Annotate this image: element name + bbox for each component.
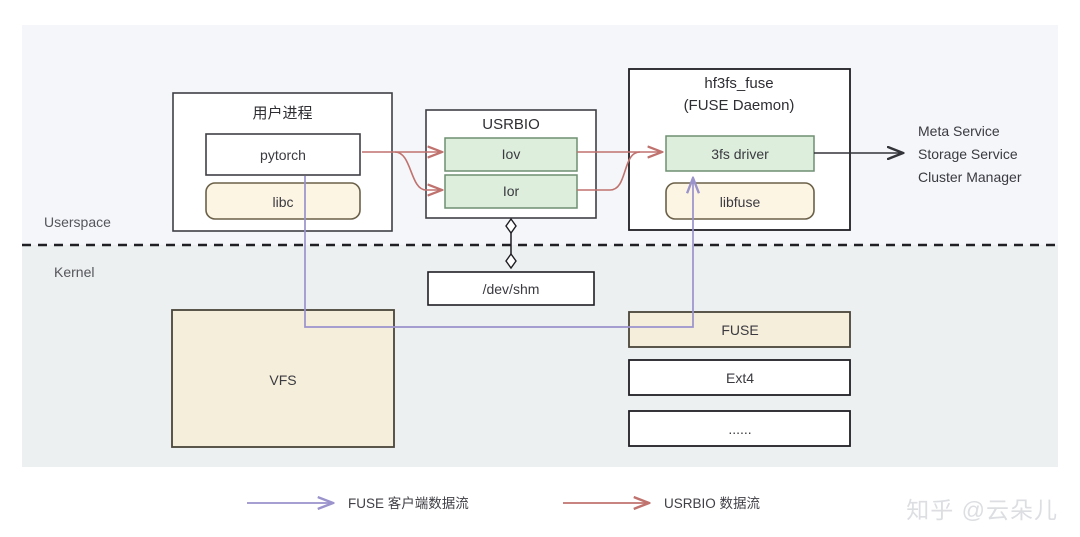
flow-pytorch-to-ior	[394, 151, 442, 190]
3fs-driver-label: 3fs driver	[711, 146, 769, 162]
legend-usrbio-label: USRBIO 数据流	[664, 496, 761, 511]
sink-label-line-1: Storage Service	[918, 146, 1018, 162]
hf3fs-fuse-title-line1: hf3fs_fuse	[704, 75, 773, 92]
vfs-node[interactable]	[171, 309, 395, 448]
legend-fuse-label: FUSE 客户端数据流	[348, 495, 469, 511]
flow-libc-to-vfs-fuse-driver	[304, 176, 693, 328]
usrbio-title: USRBIO	[482, 116, 540, 133]
ext4-node[interactable]	[628, 359, 851, 396]
flow-ior-to-3fs-driver	[577, 151, 641, 191]
fuse-label: FUSE	[721, 322, 758, 338]
pytorch-node[interactable]	[205, 133, 361, 176]
ior-label: Ior	[503, 183, 520, 199]
hf3fs-fuse-title-line2: (FUSE Daemon)	[684, 97, 795, 114]
libc-label: libc	[272, 194, 293, 210]
ext4-label: Ext4	[726, 370, 754, 386]
libc-node[interactable]	[205, 182, 361, 220]
pytorch-label: pytorch	[260, 147, 306, 163]
iov-node[interactable]	[444, 137, 578, 172]
shm-connector-diamond-top	[505, 217, 517, 235]
ior-node[interactable]	[444, 174, 578, 209]
sink-label-line-0: Meta Service	[918, 123, 1000, 139]
kernel-zone-label: Kernel	[54, 264, 94, 280]
libfuse-label: libfuse	[720, 194, 761, 210]
dev-shm-label: /dev/shm	[483, 281, 540, 297]
watermark: 知乎 @云朵儿	[906, 497, 1058, 523]
user-process-title: 用户进程	[252, 105, 312, 122]
sink-label-line-2: Cluster Manager	[918, 169, 1022, 185]
more-fs-node[interactable]	[628, 410, 851, 447]
more-fs-label: ......	[728, 421, 751, 437]
libfuse-node[interactable]	[665, 182, 815, 220]
dev-shm-node[interactable]	[427, 271, 595, 306]
shm-connector-diamond-bottom	[505, 252, 517, 270]
userspace-zone-label: Userspace	[44, 214, 111, 230]
vfs-label: VFS	[269, 372, 296, 388]
iov-label: Iov	[502, 146, 521, 162]
fuse-node[interactable]	[628, 311, 851, 348]
